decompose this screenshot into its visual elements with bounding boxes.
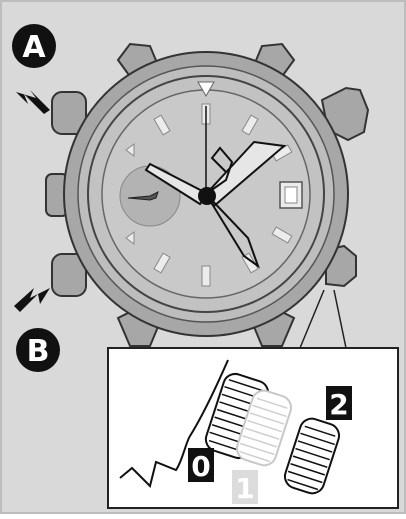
- callout-a-group: A: [12, 24, 56, 68]
- position-label-1: 1: [232, 470, 258, 505]
- callout-b-group: B: [16, 328, 60, 372]
- callout-b-label: B: [27, 334, 50, 369]
- position-label-2: 2: [326, 386, 352, 421]
- position-label-0-text: 0: [191, 450, 210, 483]
- center-pin: [198, 187, 216, 205]
- index-6: [202, 266, 210, 286]
- position-label-0: 0: [188, 448, 214, 483]
- position-label-1-text: 1: [235, 472, 254, 505]
- callout-a-label: A: [22, 30, 46, 65]
- date-window-inner: [285, 187, 297, 203]
- position-label-2-text: 2: [329, 388, 348, 421]
